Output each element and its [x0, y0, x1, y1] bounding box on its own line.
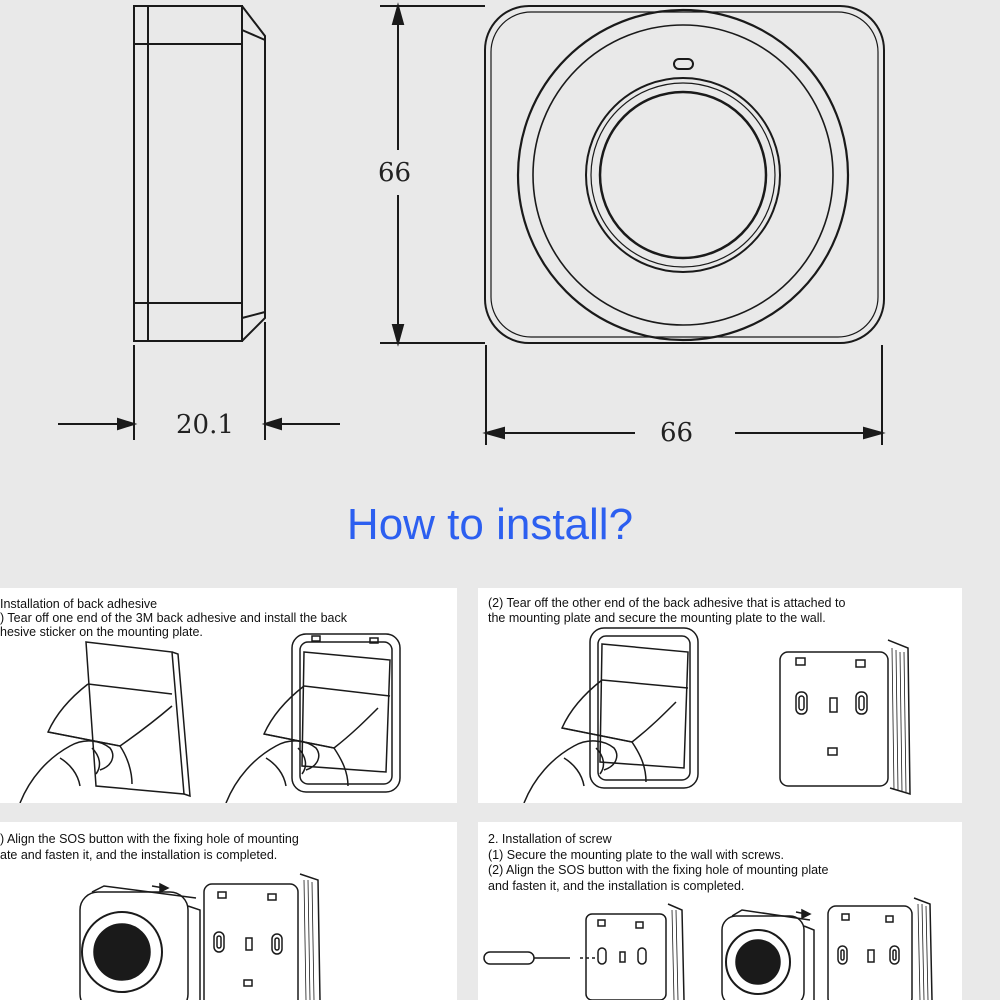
side-view [58, 5, 340, 440]
panel-4-line-1: (1) Secure the mounting plate to the wal… [488, 848, 784, 862]
install-step-panel-2: (2) Tear off the other end of the back a… [478, 588, 962, 803]
panel-3-line-2: ate and fasten it, and the installation … [0, 848, 278, 862]
panel-4-line-2: (2) Align the SOS button with the fixing… [488, 863, 829, 877]
panel-3-line-1: ) Align the SOS button with the fixing h… [0, 832, 299, 846]
height-dimension [380, 2, 485, 347]
panel-2-line-1: (2) Tear off the other end of the back a… [488, 596, 846, 610]
install-step-panel-3: ) Align the SOS button with the fixing h… [0, 822, 457, 1000]
section-heading: How to install? [346, 500, 634, 549]
dimension-height-label: 66 [372, 158, 418, 188]
panel-2-line-2: the mounting plate and secure the mounti… [488, 611, 826, 625]
panel-4-title: 2. Installation of screw [488, 832, 612, 846]
adhesive-illustration-2 [523, 627, 911, 803]
panel-1-line-2: hesive sticker on the mounting plate. [0, 625, 203, 639]
technical-drawing [58, 2, 886, 445]
width-dimension [482, 345, 886, 445]
adhesive-illustration-1 [19, 633, 401, 803]
dimension-width-label: 66 [654, 418, 700, 448]
panel-1-line-1: ) Tear off one end of the 3M back adhesi… [0, 611, 347, 625]
front-view [484, 5, 885, 344]
install-step-panel-1: Installation of back adhesive ) Tear off… [0, 588, 457, 803]
panel-1-title: Installation of back adhesive [0, 597, 158, 611]
dimension-depth-label: 20.1 [170, 410, 240, 440]
panel-4-line-3: and fasten it, and the installation is c… [488, 879, 745, 893]
screw-illustration [483, 897, 933, 1000]
install-step-panel-4: 2. Installation of screw (1) Secure the … [478, 822, 962, 1000]
mounting-illustration-1 [79, 873, 321, 1000]
